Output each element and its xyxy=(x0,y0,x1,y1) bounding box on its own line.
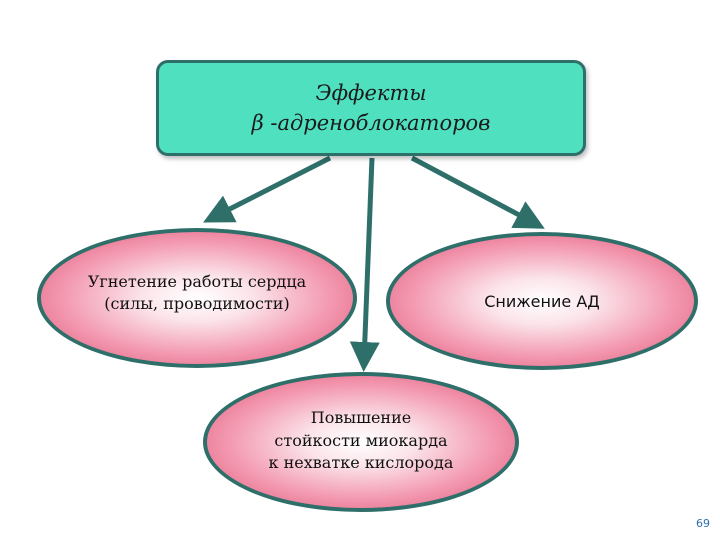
arrow-to-left-effect xyxy=(203,155,332,223)
title-box: Эффекты β -адреноблокаторов xyxy=(156,60,586,156)
title-line-2: β -адреноблокаторов xyxy=(251,111,491,135)
effect-left-line-2: (силы, проводимости) xyxy=(104,294,290,313)
effect-bottom-line-3: к нехватке кислорода xyxy=(268,453,454,473)
effect-bottom-line-1: Повышение xyxy=(310,408,412,428)
title-line-1: Эффекты xyxy=(315,80,427,105)
arrow-to-bottom-effect xyxy=(349,157,380,372)
arrow-to-right-effect xyxy=(410,155,545,229)
effect-right-line-1: Снижение АД xyxy=(484,291,600,311)
effect-blood-pressure-reduction: Снижение АД xyxy=(386,232,698,370)
effect-left-line-1: Угнетение работы сердца xyxy=(87,271,307,291)
page-number: 69 xyxy=(696,517,710,530)
effect-myocardium-resistance: Повышение стойкости миокарда к нехватке … xyxy=(203,372,519,512)
effect-bottom-line-2: стойкости миокарда xyxy=(274,430,448,450)
effect-heart-suppression: Угнетение работы сердца (силы, проводимо… xyxy=(37,228,357,368)
